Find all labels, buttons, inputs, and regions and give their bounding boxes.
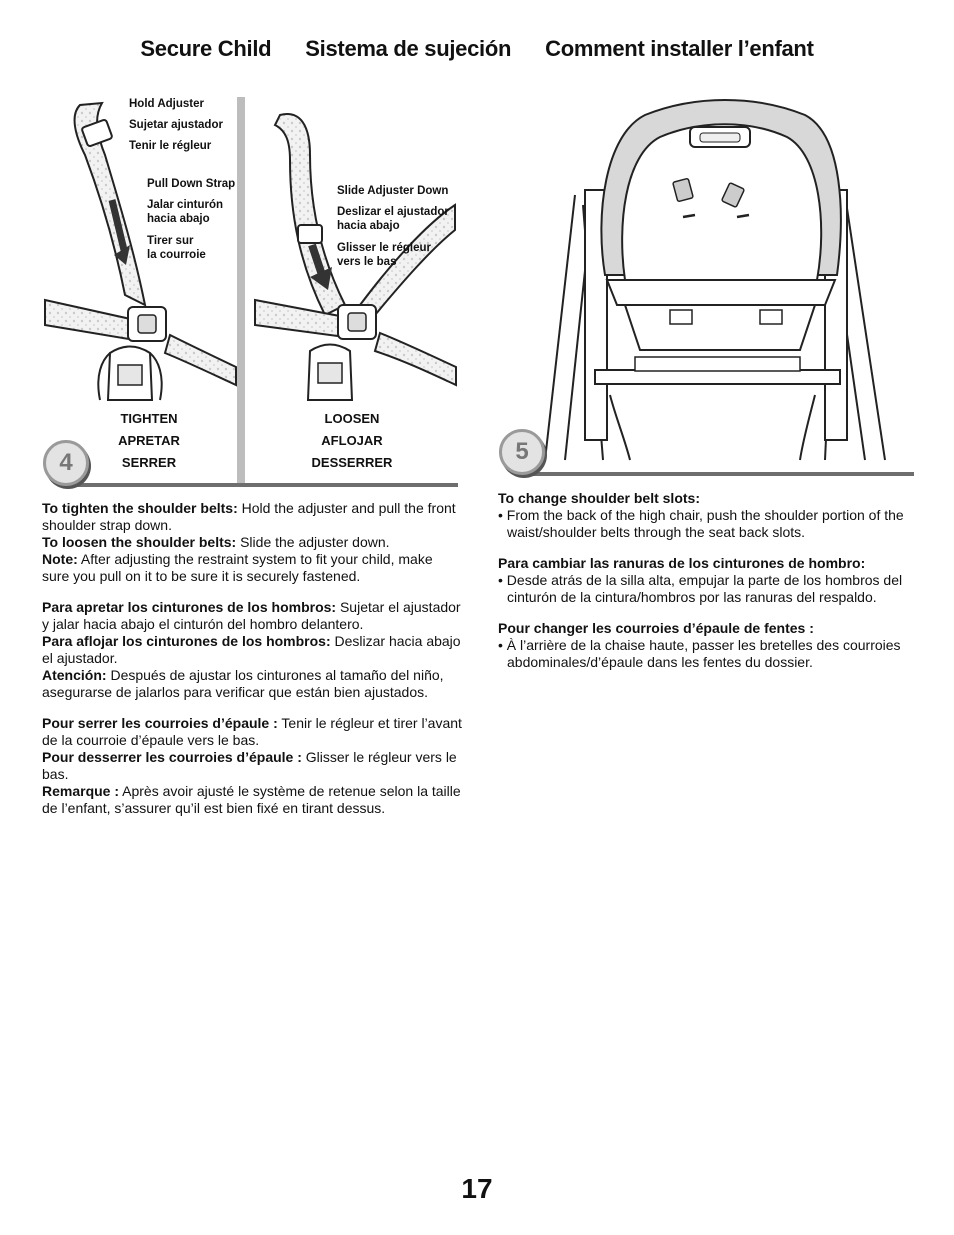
slots-spanish: Para cambiar las ranuras de los cinturon… bbox=[498, 555, 903, 605]
tighten-caption: TIGHTEN APRETAR SERRER bbox=[118, 411, 180, 470]
title-spanish: Sistema de sujeción bbox=[305, 36, 512, 61]
loosen-strap-illustration bbox=[254, 113, 457, 401]
tighten-strap-illustration bbox=[44, 101, 237, 401]
page-title: Secure Child Sistema de sujeción Comment… bbox=[0, 36, 954, 62]
step4-badge: 4 bbox=[43, 440, 89, 486]
pull-down-strap-label: Pull Down Strap Jalar cinturón hacia aba… bbox=[147, 178, 236, 261]
step4-instructions: To tighten the shoulder belts: Hold the … bbox=[42, 500, 462, 831]
instructions-spanish: Para apretar los cinturones de los hombr… bbox=[42, 599, 461, 700]
loosen-caption: LOOSEN AFLOJAR DESSERRER bbox=[311, 411, 393, 470]
title-french: Comment installer l’enfant bbox=[545, 36, 814, 61]
slide-adjuster-label: Slide Adjuster Down Deslizar el ajustado… bbox=[337, 185, 449, 268]
slots-english: To change shoulder belt slots: • From th… bbox=[498, 490, 904, 540]
hold-adjuster-label: Hold Adjuster Sujetar ajustador Tenir le… bbox=[129, 98, 223, 152]
step4-divider bbox=[237, 97, 245, 485]
high-chair-back-illustration bbox=[544, 99, 886, 461]
page-number: 17 bbox=[461, 1173, 493, 1204]
step5-rule bbox=[532, 472, 914, 476]
instructions-french: Pour serrer les courroies d’épaule : Ten… bbox=[42, 715, 462, 816]
slots-french: Pour changer les courroies d’épaule de f… bbox=[498, 620, 901, 670]
step5-instructions: To change shoulder belt slots: • From th… bbox=[498, 490, 913, 685]
step4-rule bbox=[76, 483, 458, 487]
step5-badge: 5 bbox=[499, 429, 545, 475]
title-english: Secure Child bbox=[140, 36, 272, 61]
instructions-english: To tighten the shoulder belts: Hold the … bbox=[42, 500, 456, 584]
